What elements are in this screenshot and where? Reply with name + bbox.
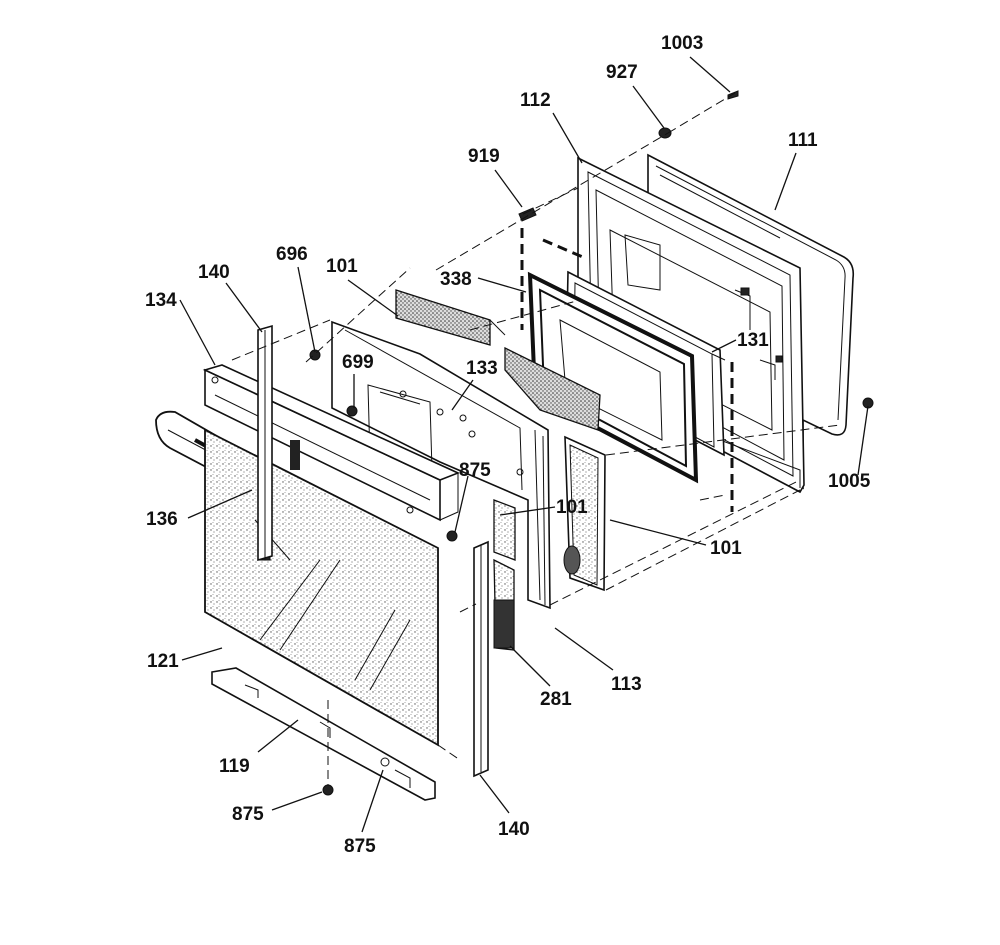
callout-labels: 1003 927 112 111 919 338 131 140 696 101… [145, 33, 871, 857]
side-trim-140-right [473, 540, 489, 778]
hinge-bracket-113 [563, 435, 606, 592]
label-140-bottom: 140 [498, 819, 530, 840]
bottom-trim-119 [211, 667, 436, 801]
label-121: 121 [147, 651, 179, 672]
label-101-right: 101 [710, 538, 742, 559]
assembly-lines [231, 92, 841, 785]
label-131: 131 [737, 330, 769, 351]
label-140-top: 140 [198, 262, 230, 283]
label-281: 281 [540, 689, 572, 710]
label-134: 134 [145, 290, 177, 311]
side-trim-140-left [257, 324, 273, 562]
leader-lines [179, 56, 869, 833]
hinge-281 [493, 499, 516, 651]
label-875-left: 875 [232, 804, 264, 825]
label-113: 113 [611, 674, 642, 695]
door-liner-frame-112 [577, 156, 805, 494]
label-696: 696 [276, 244, 308, 265]
label-699: 699 [342, 352, 374, 373]
label-133: 133 [466, 358, 498, 379]
label-136: 136 [146, 509, 178, 530]
label-101-mid: 101 [556, 497, 588, 518]
fasteners [309, 90, 874, 796]
label-927: 927 [606, 62, 638, 83]
label-875-mid: 875 [459, 460, 491, 481]
label-919: 919 [468, 146, 500, 167]
insulation-101 [395, 289, 601, 431]
label-1005: 1005 [828, 471, 871, 492]
label-101-top: 101 [326, 256, 358, 277]
label-338: 338 [440, 269, 472, 290]
label-112: 112 [520, 90, 551, 111]
label-875-bottom: 875 [344, 836, 376, 857]
glass-pack-338 [527, 271, 699, 484]
label-1003: 1003 [661, 33, 703, 54]
label-119: 119 [219, 756, 250, 777]
label-111: 111 [788, 130, 818, 151]
